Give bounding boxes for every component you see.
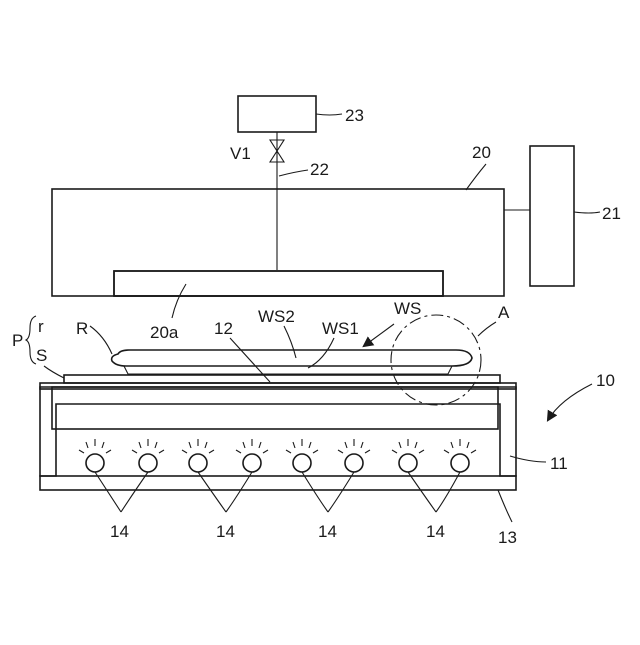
workpiece-layer-ws1	[124, 366, 452, 374]
label-22: 22	[310, 160, 329, 179]
label-ws2: WS2	[258, 307, 295, 326]
lamp-icon	[79, 439, 111, 472]
porous-texture	[114, 271, 443, 296]
label-14: 14	[110, 522, 129, 541]
leader-s	[44, 366, 64, 378]
leader-21	[574, 212, 600, 213]
label-12: 12	[214, 319, 233, 338]
stage-top-rim	[40, 383, 516, 389]
stage-plate-12	[52, 387, 498, 429]
label-r: R	[76, 319, 88, 338]
arrow-ws	[364, 324, 394, 346]
leader-ws1	[308, 338, 334, 368]
label-ws1: WS1	[322, 319, 359, 338]
lamp-icon	[236, 439, 268, 472]
label-23: 23	[345, 106, 364, 125]
label-a: A	[498, 303, 510, 322]
lamp-row	[79, 439, 476, 472]
arrow-10	[548, 384, 592, 420]
leader-23	[316, 114, 342, 115]
label-20: 20	[472, 143, 491, 162]
lamp-icon	[444, 439, 476, 472]
housing-11	[40, 387, 516, 476]
detail-circle-a	[391, 315, 481, 405]
label-13: 13	[498, 528, 517, 547]
porous-member-20a	[114, 271, 443, 296]
brace-p	[26, 316, 36, 364]
leader-ws2	[284, 326, 296, 358]
leader-13	[498, 490, 512, 522]
substrate-s	[64, 375, 500, 383]
label-10: 10	[596, 371, 615, 390]
leader-r	[90, 326, 112, 354]
lamp-icon	[182, 439, 214, 472]
label-20a: 20a	[150, 323, 179, 342]
leader-14-3	[302, 472, 354, 512]
label-r-small: r	[38, 317, 44, 336]
lamp-icon	[338, 439, 370, 472]
leader-14-2	[198, 472, 252, 512]
leader-20	[466, 164, 486, 190]
controller-21	[530, 146, 574, 286]
lamp-icon	[286, 439, 318, 472]
label-14: 14	[216, 522, 235, 541]
leader-14-1	[95, 472, 148, 512]
leader-22	[279, 170, 308, 176]
resin-layer-r	[112, 350, 472, 366]
base-13	[40, 476, 516, 490]
supply-box-23	[238, 96, 316, 132]
label-21: 21	[602, 204, 621, 223]
label-11: 11	[550, 454, 568, 473]
head-20	[52, 189, 504, 296]
leader-a	[478, 322, 496, 336]
label-14: 14	[426, 522, 445, 541]
label-p: P	[12, 331, 23, 350]
leader-14-4	[408, 472, 460, 512]
lamp-icon	[392, 439, 424, 472]
label-v1: V1	[230, 144, 251, 163]
lamp-icon	[132, 439, 164, 472]
label-ws: WS	[394, 299, 421, 318]
label-14: 14	[318, 522, 337, 541]
leader-20a	[172, 284, 186, 318]
label-s: S	[36, 346, 47, 365]
